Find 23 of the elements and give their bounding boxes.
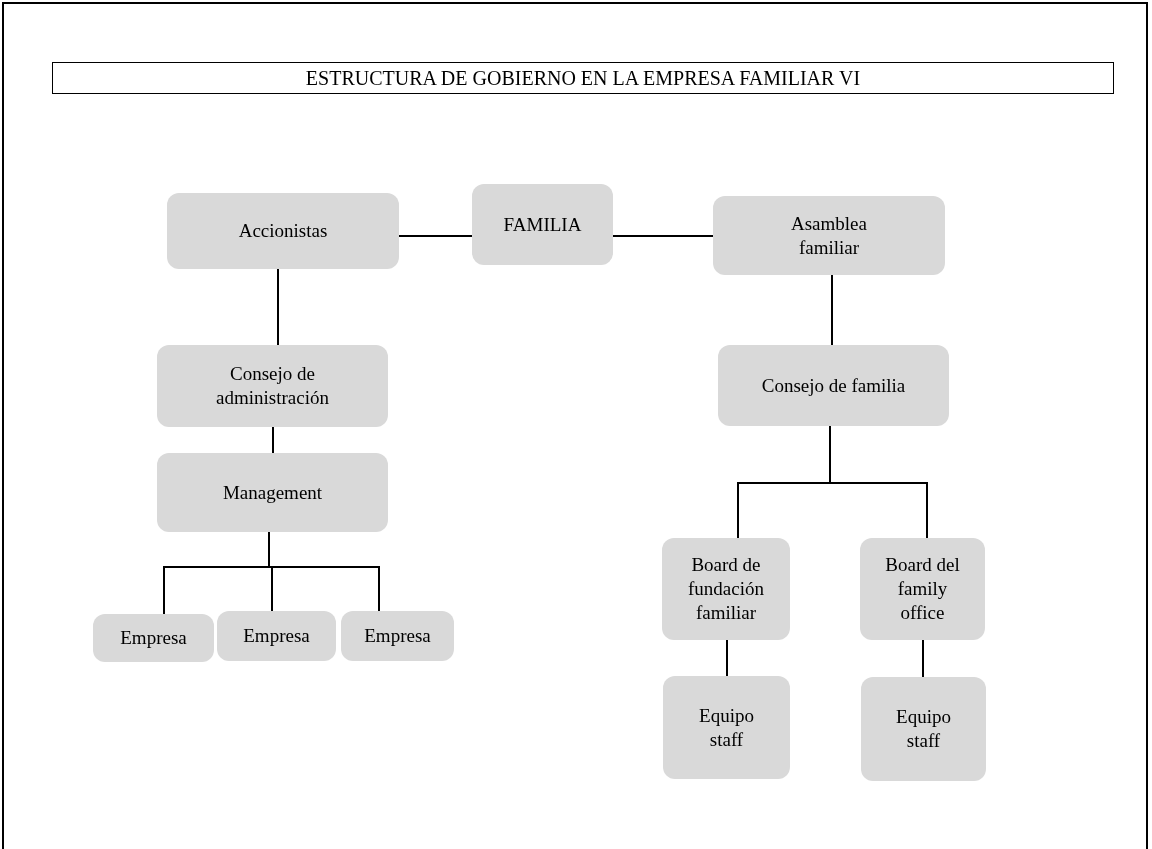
org-box: Accionistas (167, 193, 399, 269)
org-box: Management (157, 453, 388, 532)
org-box: FAMILIA (472, 184, 613, 265)
connector-line (268, 531, 380, 612)
connector-line (726, 639, 728, 677)
connector-line (272, 426, 274, 454)
connector-line (277, 268, 279, 346)
org-box: Equipo staff (861, 677, 986, 781)
connector-line (398, 235, 473, 237)
connector-line (829, 425, 928, 539)
org-box: Equipo staff (663, 676, 790, 779)
org-box: Empresa (217, 611, 336, 661)
org-box: Empresa (341, 611, 454, 661)
org-box: Asamblea familiar (713, 196, 945, 275)
org-box: Consejo de administración (157, 345, 388, 427)
connector-line (612, 235, 714, 237)
org-box: Board del family office (860, 538, 985, 640)
org-box: Board de fundación familiar (662, 538, 790, 640)
connector-line (831, 274, 833, 346)
org-box: Empresa (93, 614, 214, 662)
title-box: ESTRUCTURA DE GOBIERNO EN LA EMPRESA FAMILIAR VI (52, 62, 1114, 94)
connector-line (922, 639, 924, 678)
org-box: Consejo de familia (718, 345, 949, 426)
